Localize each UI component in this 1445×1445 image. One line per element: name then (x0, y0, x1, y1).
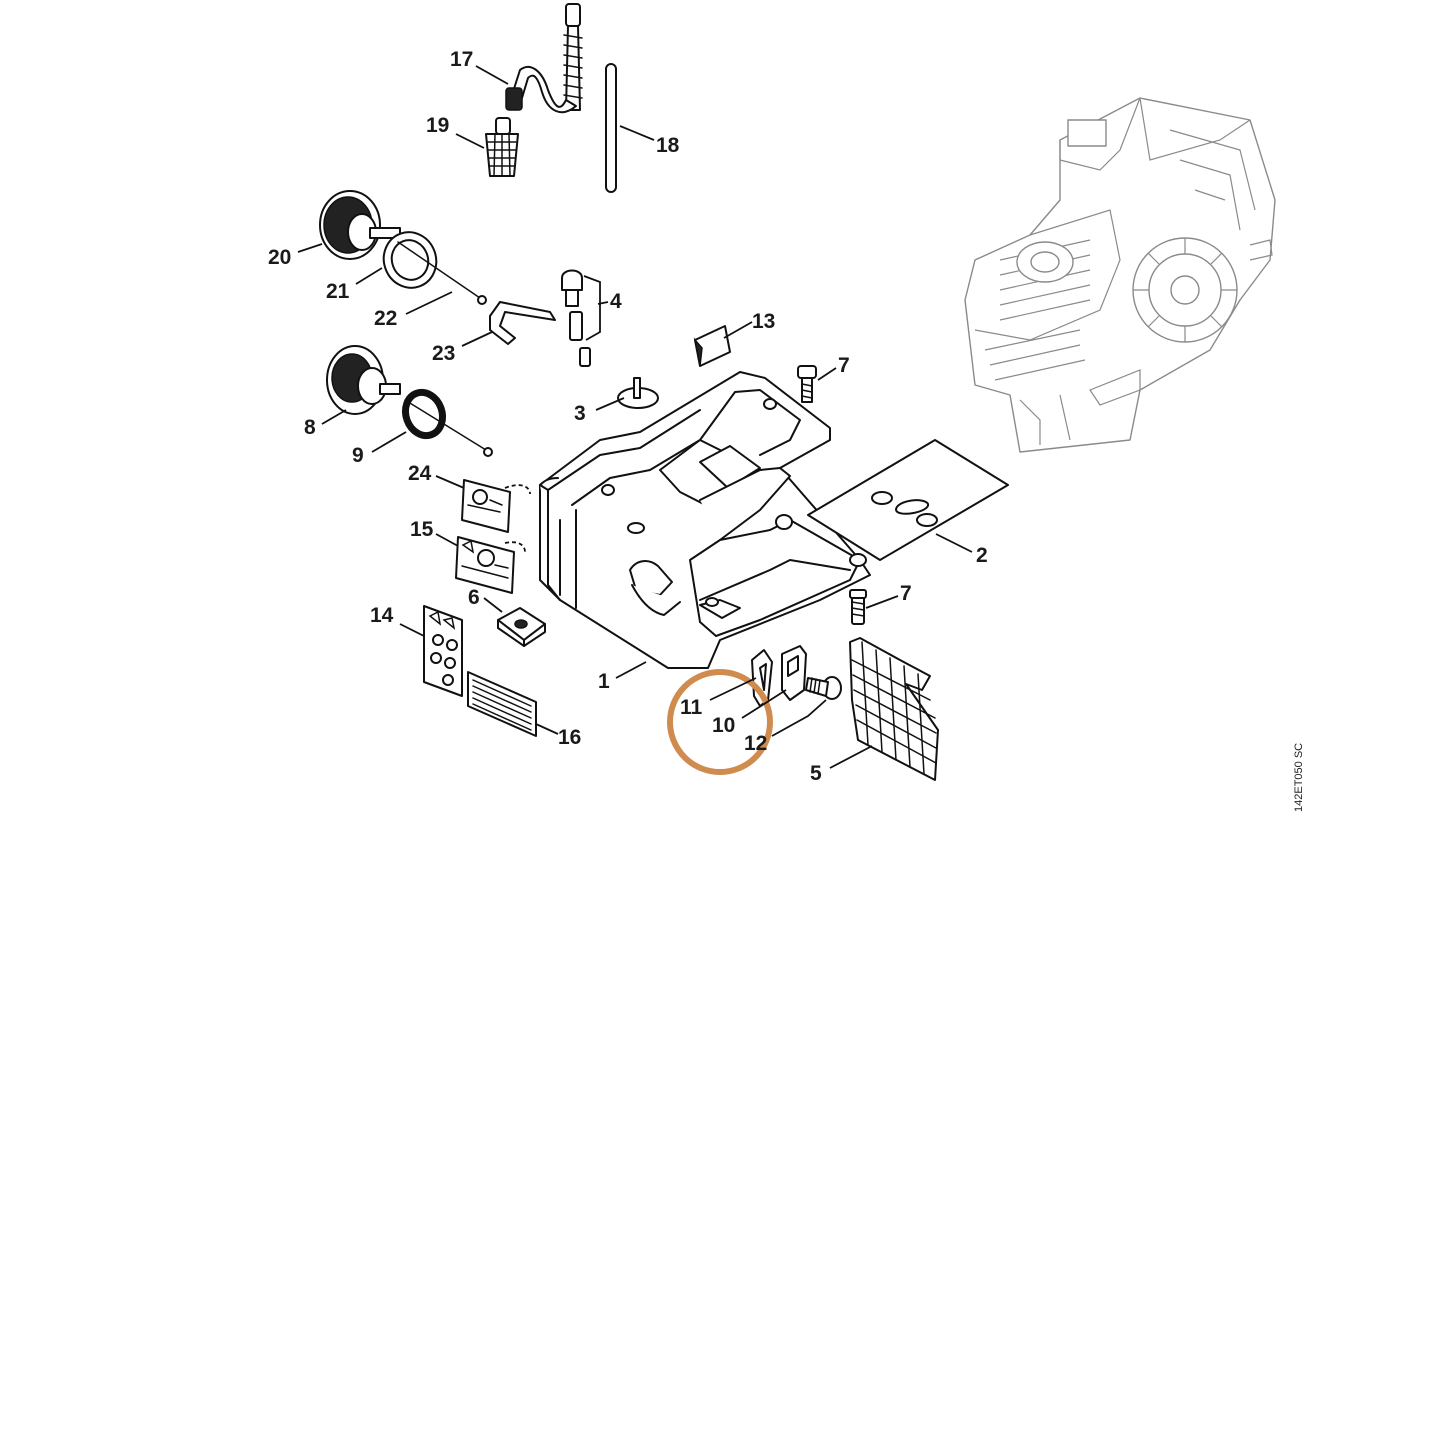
callout-20: 20 (268, 246, 291, 269)
part-20-oil-pump-cover (319, 190, 401, 260)
callout-8: 8 (304, 416, 316, 439)
callout-7-top: 7 (838, 354, 850, 377)
callout-4: 4 (610, 290, 622, 313)
part-21-washer (382, 231, 438, 289)
part-4-screw-set (561, 269, 601, 367)
callout-19: 19 (426, 114, 449, 137)
callout-14: 14 (370, 604, 394, 627)
part-24-sticker (461, 479, 531, 533)
part-8-oil-pump (326, 345, 401, 415)
part-22-shaft (397, 241, 487, 305)
part-9-o-ring (401, 388, 493, 457)
callout-2: 2 (976, 544, 988, 567)
callout-7-bottom: 7 (900, 582, 912, 605)
part-5-grille (849, 637, 939, 781)
leader-lines (297, 65, 973, 769)
part-7-screw-bottom (849, 589, 867, 625)
part-18-rod (605, 63, 617, 193)
part-10-bracket (781, 645, 807, 701)
callout-5: 5 (810, 762, 822, 785)
engine-illustration (964, 97, 1276, 453)
callout-3: 3 (574, 402, 586, 425)
callout-17: 17 (450, 48, 473, 71)
drawing-code: 142ET050 SC (1293, 743, 1305, 812)
callout-23: 23 (432, 342, 455, 365)
callout-labels: 17 18 19 20 21 22 23 4 13 7 3 8 9 24 15 … (268, 48, 988, 785)
callout-16: 16 (558, 726, 581, 749)
part-12-screw (805, 676, 842, 700)
part-19-fuel-filter (485, 117, 519, 177)
callout-1: 1 (598, 670, 610, 693)
part-1-tank-housing (539, 371, 871, 669)
part-16-grille-plate (467, 671, 537, 737)
part-6-nut (497, 607, 546, 647)
callout-11: 11 (680, 696, 703, 719)
callout-13: 13 (752, 310, 775, 333)
part-13-cap (693, 325, 731, 367)
part-7-screw-top (797, 365, 817, 403)
part-3-plug (617, 377, 659, 409)
callout-6: 6 (468, 586, 480, 609)
part-15-sticker (455, 536, 526, 594)
callout-24: 24 (408, 462, 432, 485)
callout-18: 18 (656, 134, 680, 157)
part-23-spring-clip (489, 301, 556, 345)
callout-22: 22 (374, 307, 397, 330)
callout-10: 10 (712, 714, 735, 737)
part-17-fuel-hose (505, 3, 583, 114)
part-14-sticker (423, 605, 463, 697)
callout-15: 15 (410, 518, 434, 541)
part-2-gasket (807, 439, 1009, 561)
callout-12: 12 (744, 732, 767, 755)
highlight-circle (667, 669, 773, 775)
callout-9: 9 (352, 444, 364, 467)
callout-21: 21 (326, 280, 350, 303)
